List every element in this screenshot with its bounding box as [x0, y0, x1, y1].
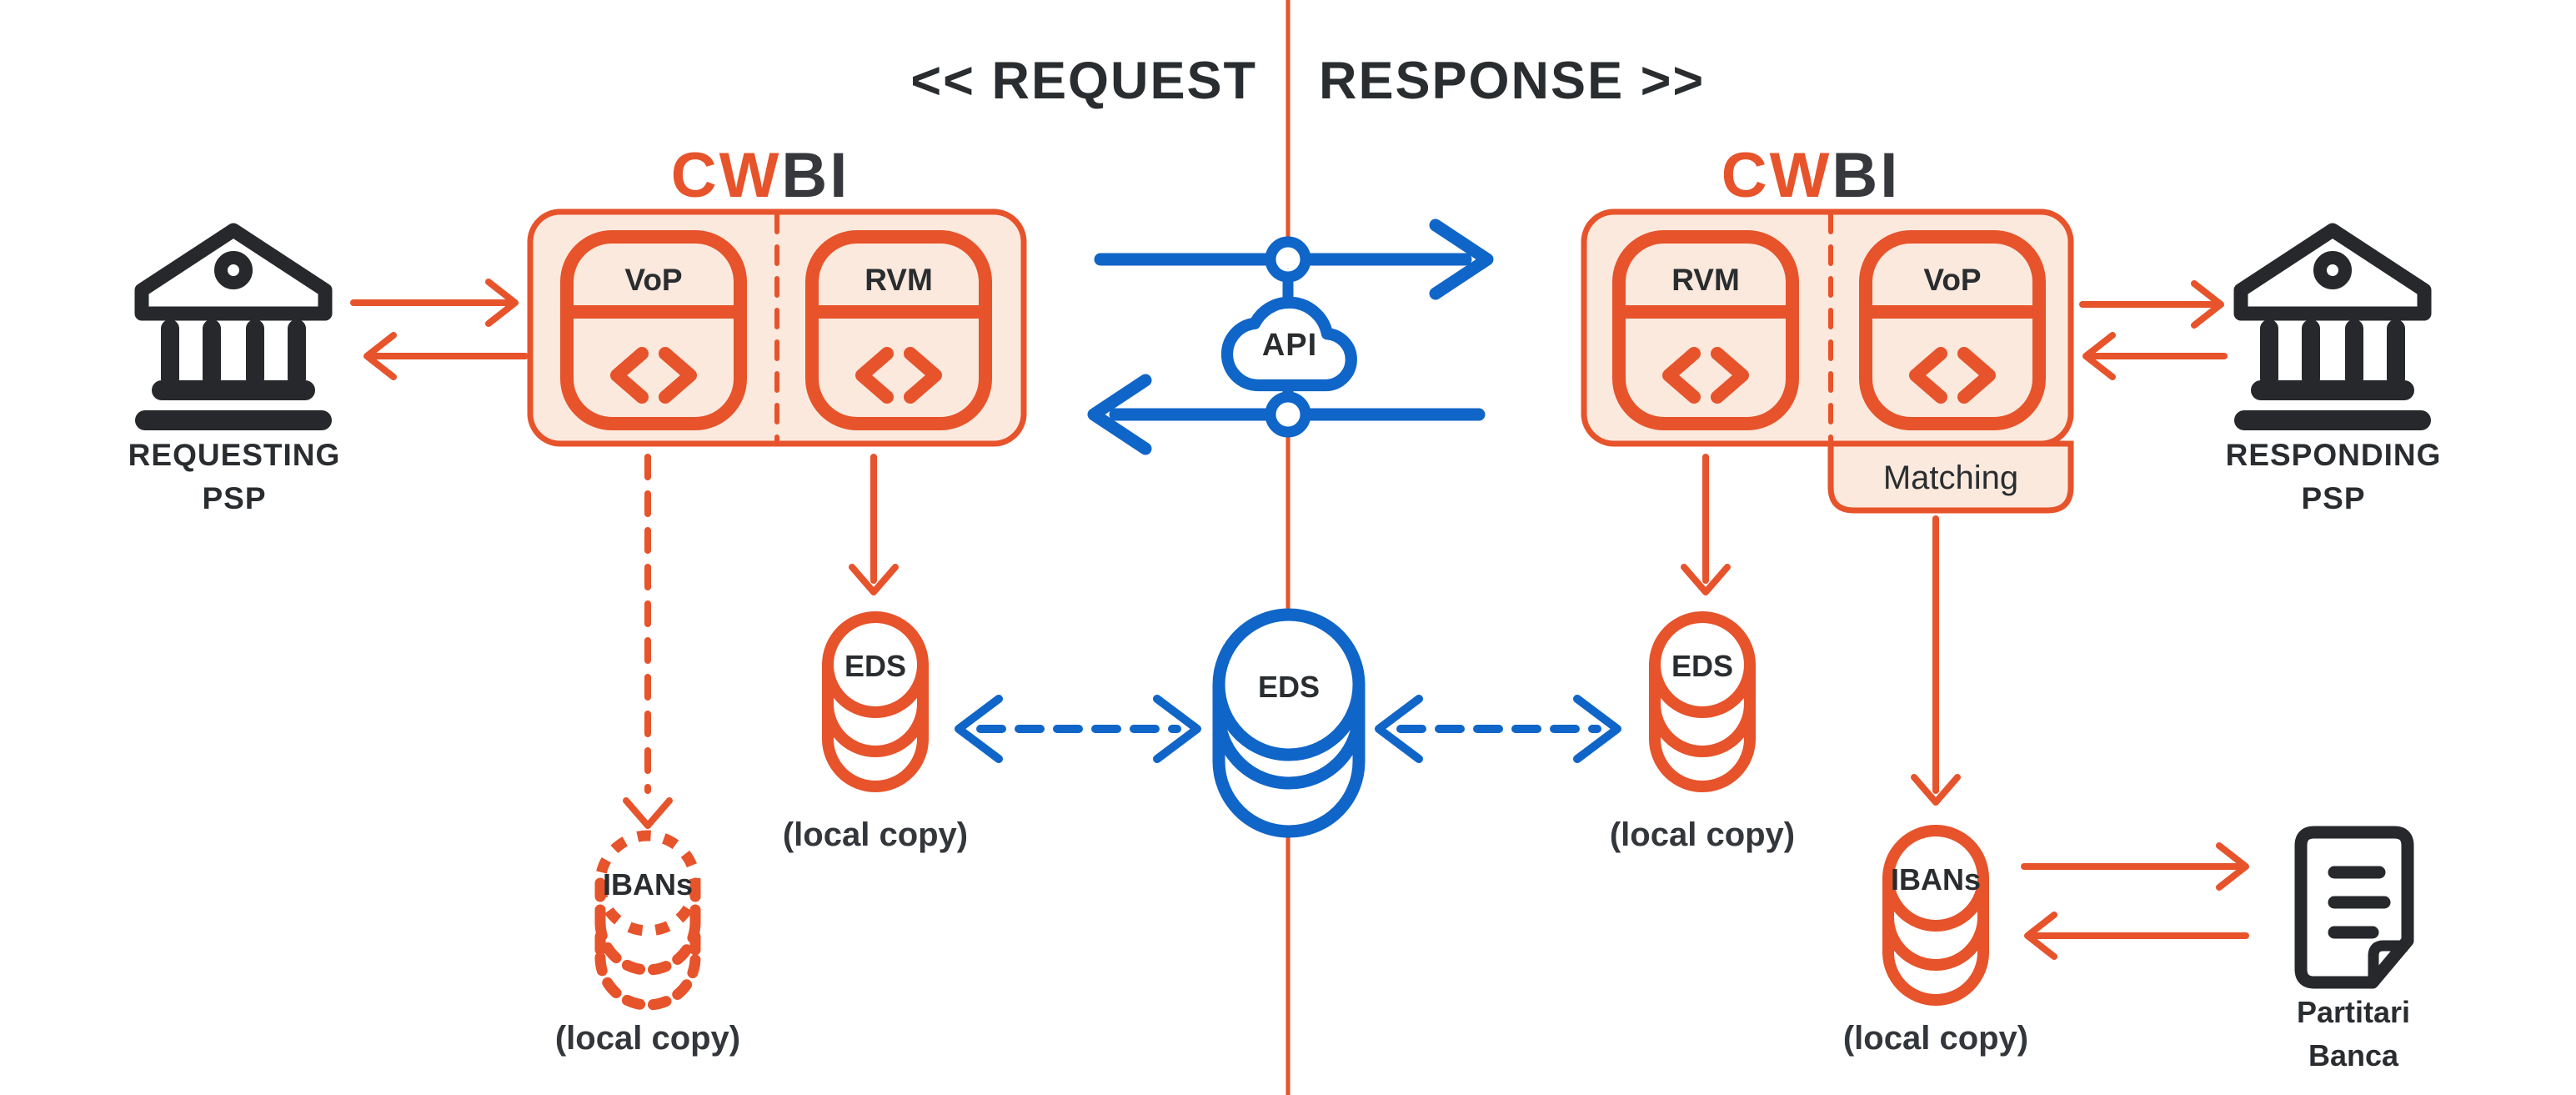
request-node-icon [1265, 236, 1311, 283]
response-title: RESPONSE >> [1319, 52, 1705, 110]
arrow-left-head-icon [1087, 374, 1152, 455]
module-vop-right-frame [1859, 230, 2046, 430]
module-vop-left-label: VoP [624, 263, 682, 297]
ibans-local-left: IBANs (local copy) [555, 830, 740, 1057]
arrow-down-head-icon [849, 564, 899, 595]
matching-to-ibans-arrow [1911, 515, 1961, 806]
module-rvm-right-frame [1612, 230, 1799, 430]
module-rvm-left: RVM [805, 230, 992, 430]
title: << REQUEST RESPONSE >> [910, 52, 1705, 110]
eds-left-label: EDS [844, 649, 906, 683]
responding-psp-label: RESPONDING [2226, 438, 2442, 472]
module-rvm-right: RVM [1612, 230, 1799, 430]
rvm-right-to-eds-arrow [1681, 454, 1731, 595]
arrow-left-head-icon [363, 332, 397, 380]
arrow-right-head-icon [485, 279, 519, 327]
code-brackets-icon [855, 347, 942, 404]
ibans-right-label: IBANs [1891, 862, 1981, 897]
arrow-left-head-icon [1375, 695, 1423, 763]
module-rvm-left-frame [805, 230, 992, 430]
module-vop-left: VoP [560, 230, 747, 430]
vop-to-ibans-dashed-arrow [623, 454, 673, 829]
request-title: << REQUEST [910, 52, 1257, 110]
ibans-left-caption: (local copy) [555, 1020, 740, 1057]
code-brackets-icon [1662, 347, 1749, 404]
api-cloud-icon [1220, 296, 1357, 392]
arrow-right-head-icon [2216, 842, 2249, 891]
arrow-left-head-icon [955, 695, 1003, 763]
response-node-icon [1265, 391, 1311, 438]
eds-central: EDS [1212, 608, 1366, 838]
api-label: API [1262, 328, 1317, 363]
eds-sync-arrow-right [1375, 695, 1621, 763]
requesting-psp-label: REQUESTING [128, 438, 341, 472]
arrow-down-head-icon [1911, 774, 1961, 806]
arrow-left-head-icon [2082, 332, 2116, 380]
module-rvm-left-label: RVM [865, 263, 933, 297]
api-flow: API [1087, 218, 1494, 455]
responding-psp: RESPONDING PSP [2226, 223, 2442, 515]
code-brackets-icon [610, 347, 697, 404]
bank-icon [2233, 223, 2432, 430]
arrow-right-head-icon [1429, 218, 1494, 300]
ibans-left-label: IBANs [603, 867, 693, 902]
module-rvm-right-label: RVM [1671, 263, 1740, 297]
partitari-label-1: Partitari [2297, 995, 2410, 1029]
code-brackets-icon [1909, 347, 1996, 404]
matching-label: Matching [1883, 460, 2018, 496]
arrow-left-head-icon [2024, 912, 2057, 960]
cwbi-container-left: VoP RVM [527, 208, 1027, 447]
ibans-partitari-arrows [2021, 842, 2249, 960]
responding-psp-label-2: PSP [2301, 481, 2365, 515]
requesting-psp-label-2: PSP [202, 481, 266, 515]
cwbi-logo-right-cw: CW [1722, 140, 1832, 211]
cwbi-logo-right-bi: BI [1832, 140, 1900, 211]
cwbi-container-right: Matching RVM VoP [1581, 208, 2074, 514]
matching-box [1827, 440, 2074, 514]
partitari-label-2: Banca [2308, 1038, 2399, 1072]
cwbi-logo-left: CWBI [671, 140, 850, 211]
document-icon [2294, 826, 2414, 989]
requesting-psp: REQUESTING PSP [128, 223, 341, 515]
cwbi-box-right [1581, 208, 2074, 447]
arrow-right-head-icon [1573, 695, 1621, 763]
arrow-down-head-icon [623, 797, 673, 829]
arrow-down-head-icon [1681, 564, 1731, 595]
bank-icon [134, 223, 333, 430]
ibans-local-right: IBANs (local copy) [1843, 825, 2028, 1057]
cwbi-logo-right: CWBI [1722, 140, 1901, 211]
ibans-right-caption: (local copy) [1843, 1020, 2028, 1057]
eds-sync-arrow-left [955, 695, 1201, 763]
module-vop-right: VoP [1859, 230, 2046, 430]
eds-right-caption: (local copy) [1610, 816, 1795, 853]
rvm-left-to-eds-arrow [849, 454, 899, 595]
module-vop-left-frame [560, 230, 747, 430]
eds-left-caption: (local copy) [783, 816, 968, 853]
right-psp-arrows [2079, 280, 2228, 380]
eds-central-label: EDS [1258, 670, 1320, 704]
arrow-right-head-icon [2191, 280, 2224, 329]
eds-right-label: EDS [1671, 649, 1733, 683]
cwbi-logo-left-cw: CW [671, 140, 782, 211]
cwbi-logo-left-bi: BI [781, 140, 849, 211]
left-psp-arrows [350, 279, 529, 380]
eds-local-right: EDS (local copy) [1610, 611, 1795, 853]
module-vop-right-label: VoP [1923, 263, 1981, 297]
eds-local-left: EDS (local copy) [783, 611, 968, 853]
partitari-banca: Partitari Banca [2294, 826, 2414, 1072]
arrow-right-head-icon [1153, 695, 1201, 763]
